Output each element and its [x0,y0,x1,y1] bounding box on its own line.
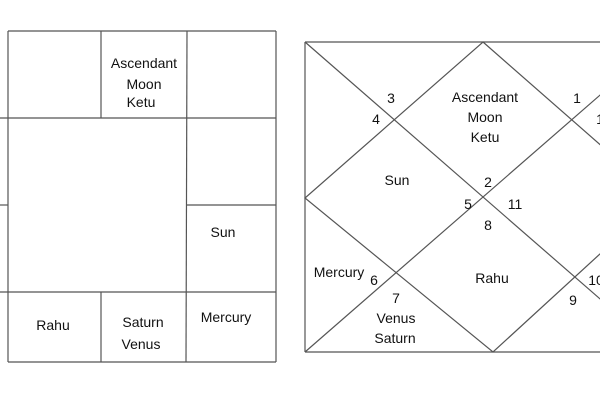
planet-sun: Sun [210,224,236,240]
planet-moon: Moon [467,109,503,125]
planet-venus: Venus [376,310,416,326]
house-number: 7 [392,290,400,306]
house-number: 5 [464,196,472,212]
house-number: 11 [507,196,523,212]
house-number: 9 [569,292,577,308]
planet-saturn: Saturn [374,330,416,346]
square-chart-grid [0,30,277,363]
diamond-chart-grid [304,41,600,353]
house-number: 10 [588,272,600,288]
house-number: 3 [387,90,395,106]
planet-ketu: Ketu [126,94,156,110]
house-number: 8 [484,217,492,233]
planet-rahu: Rahu [475,270,509,286]
planet-moon: Moon [126,76,162,92]
planet-ascendant: Ascendant [110,55,178,71]
house-number: 4 [372,111,380,127]
planet-rahu: Rahu [36,317,70,333]
house-number: 1 [573,90,581,106]
planet-venus: Venus [121,336,161,352]
planet-sun: Sun [384,172,410,188]
planet-ascendant: Ascendant [451,89,519,105]
house-number: 1 [596,112,600,126]
house-number: 2 [484,174,492,190]
planet-mercury: Mercury [200,309,252,325]
planet-mercury: Mercury [313,264,365,280]
planet-ketu: Ketu [470,129,500,145]
planet-saturn: Saturn [122,314,164,330]
house-number: 6 [370,272,378,288]
